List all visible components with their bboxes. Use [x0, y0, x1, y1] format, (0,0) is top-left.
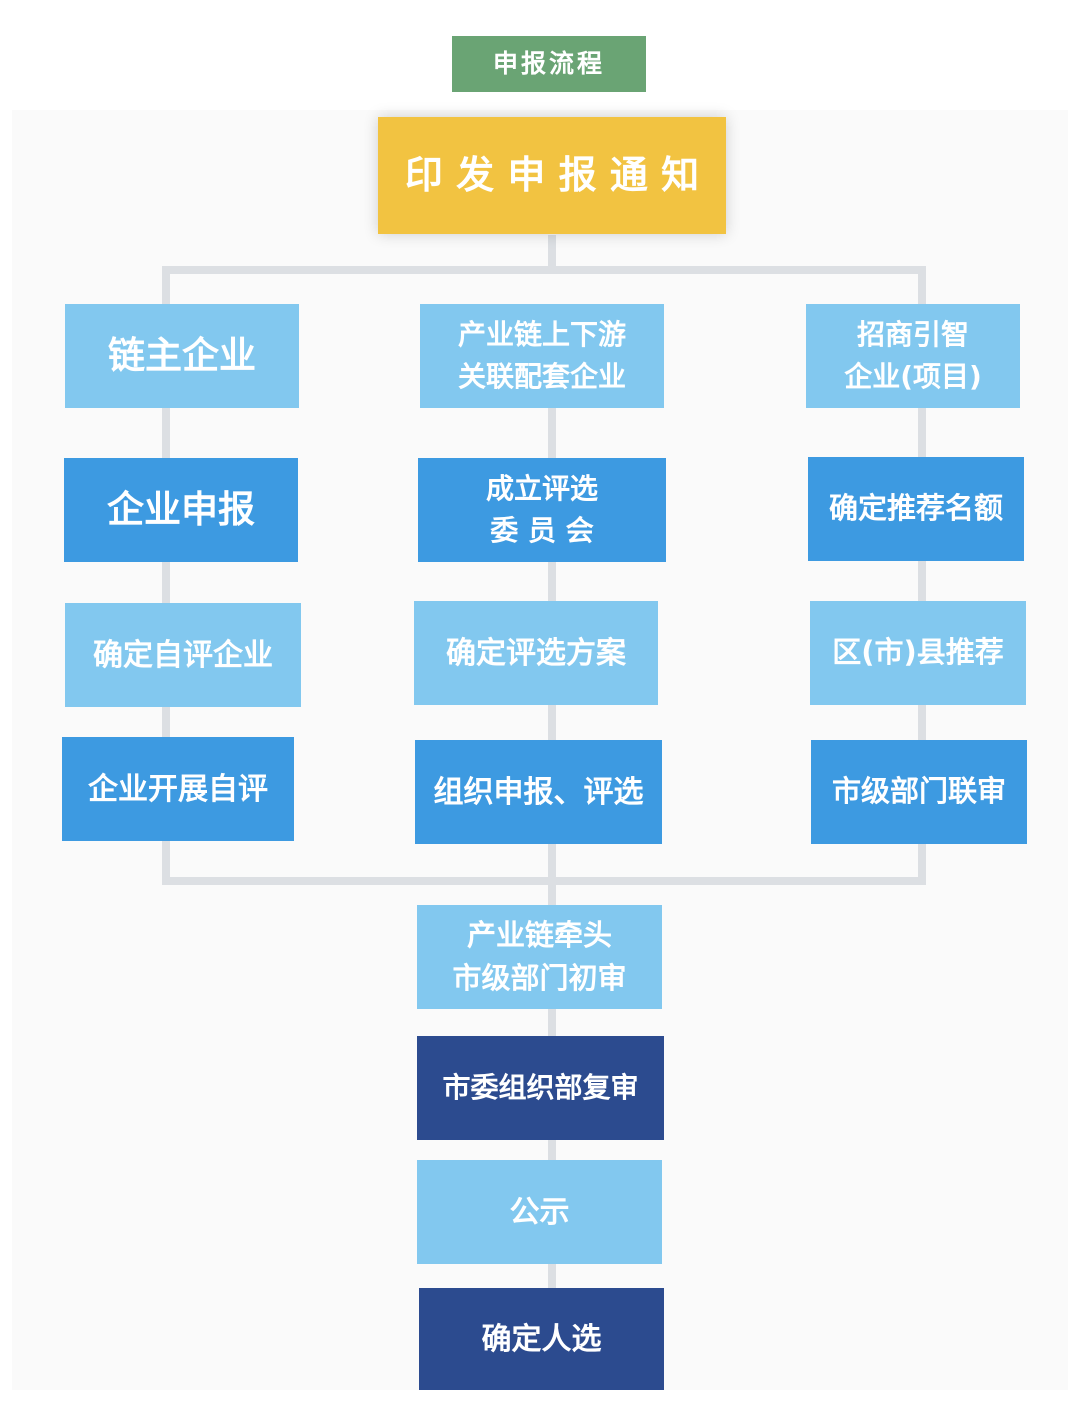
organize-selection-box: 组织申报、评选 [415, 740, 662, 844]
enterprise-declare-box: 企业申报 [64, 458, 298, 562]
publicity-box: 公示 [417, 1160, 662, 1264]
chain-leader-box: 链主企业 [65, 304, 299, 408]
joint-review-box: 市级部门联审 [811, 740, 1027, 844]
confirm-candidates-box: 确定人选 [419, 1288, 664, 1390]
self-eval-box: 企业开展自评 [62, 737, 294, 841]
connector-top-stem [548, 235, 556, 272]
selection-plan-box: 确定评选方案 [414, 601, 658, 705]
connector-top-bar [162, 266, 926, 274]
initial-review-box: 产业链牵头 市级部门初审 [417, 905, 662, 1009]
supply-chain-box: 产业链上下游 关联配套企业 [420, 304, 664, 408]
re-review-box: 市委组织部复审 [417, 1036, 664, 1140]
issue-notice-box: 印 发 申 报 通 知 [378, 117, 726, 234]
connector-right-drop [918, 266, 926, 306]
confirm-self-eval-box: 确定自评企业 [65, 603, 301, 707]
county-recommend-box: 区(市)县推荐 [810, 601, 1026, 705]
committee-box: 成立评选 委 员 会 [418, 458, 666, 562]
connector-bottom-bar [162, 877, 926, 885]
investment-box: 招商引智 企业(项目) [806, 304, 1020, 408]
connector-left-drop [162, 266, 170, 306]
connector-center-column [548, 405, 556, 1390]
quota-box: 确定推荐名额 [808, 457, 1024, 561]
page-title: 申报流程 [452, 36, 646, 92]
